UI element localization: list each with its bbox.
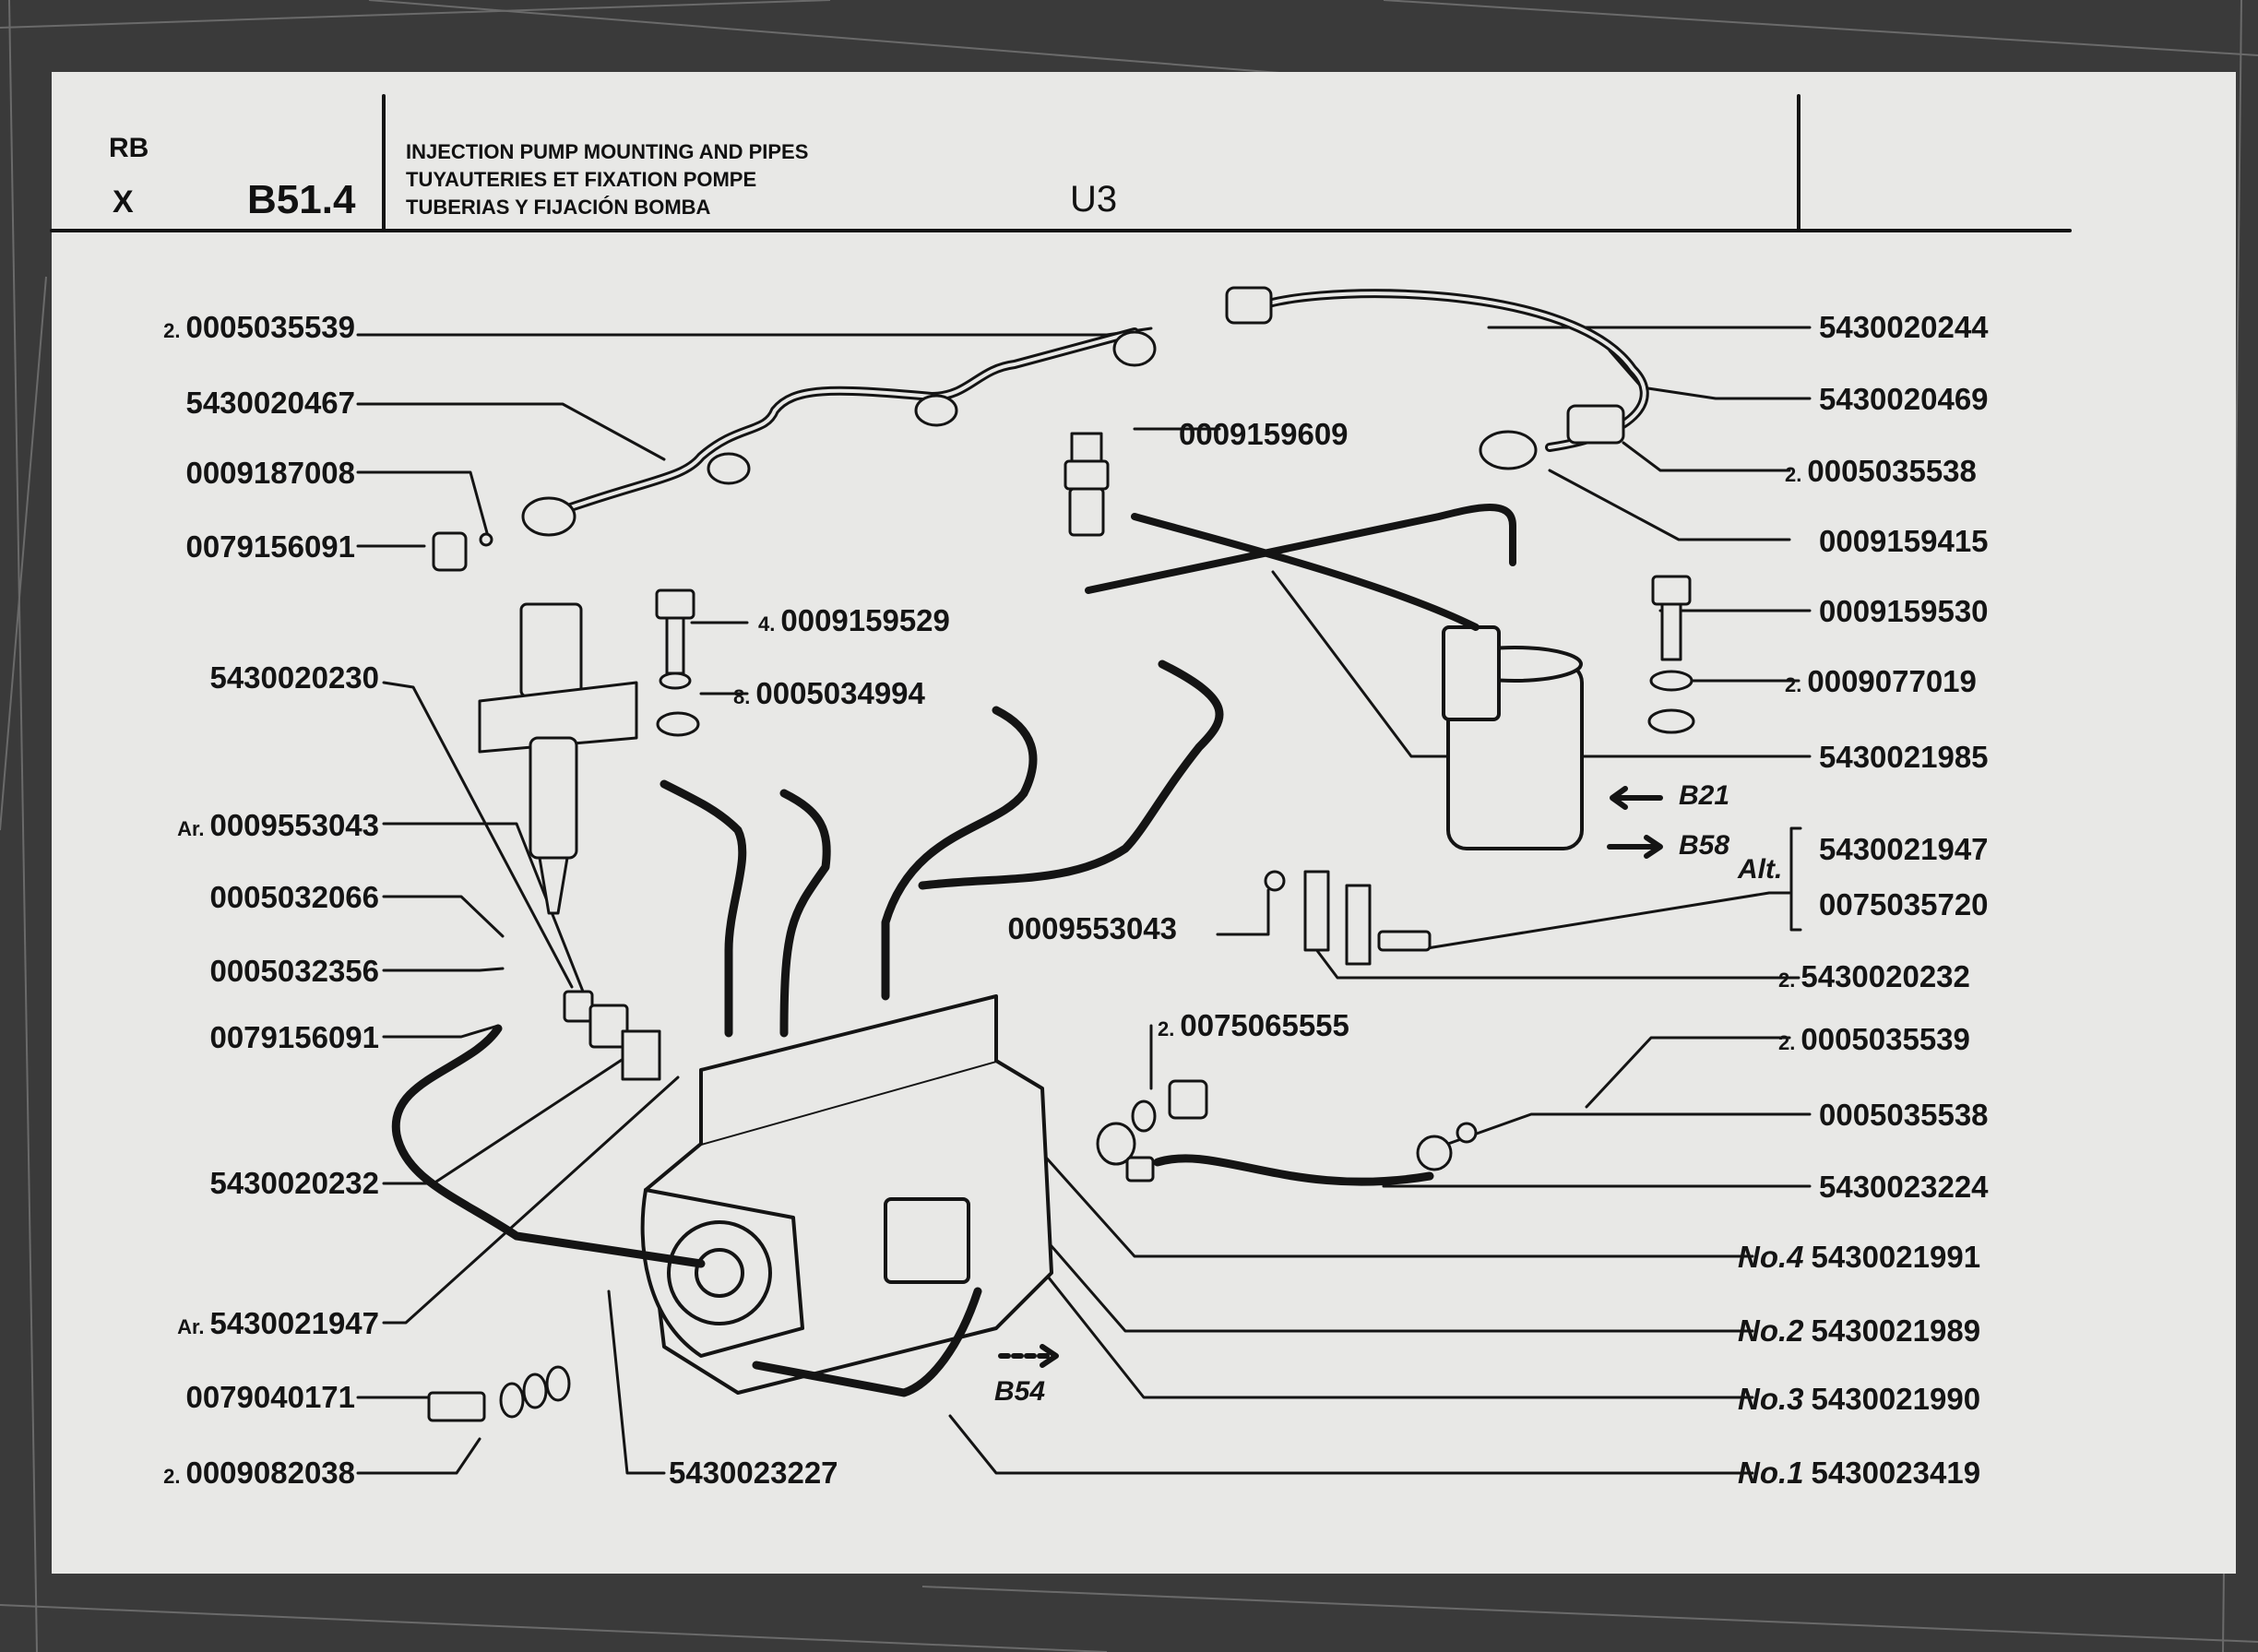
part-label-right: 0075035720 [1819,887,1989,921]
fuel-filter [1442,625,1584,850]
part-label-left: 5430020467 [185,386,355,420]
part-label-right: 2.5430020232 [1778,959,1970,993]
alt-bracket [1789,826,1802,932]
part-label-left: 2.0009082038 [163,1456,355,1490]
part-label-right: 0009159415 [1819,524,1989,558]
part-label-left: 0005032356 [209,954,379,988]
part-label-left: 0009187008 [185,456,355,490]
part-label-right: 2.0009077019 [1785,664,1977,698]
filter-pipes [1085,504,1516,631]
part-label-left: 0079040171 [185,1380,355,1414]
part-label-left: Ar.5430021947 [177,1306,379,1340]
part-label-left: 2.0005035539 [163,310,355,344]
part-label-left: 5430020230 [209,660,379,695]
part-label-left: 5430020232 [209,1166,379,1200]
part-label-center: 8.0005034994 [733,676,925,710]
part-label-right: 0009159530 [1819,594,1989,628]
title-fr: TUYAUTERIES ET FIXATION POMPE [406,168,757,191]
bolts-and-washers [427,432,1695,1422]
return-pipes-core [542,291,1646,518]
part-label-right: 5430021947 [1819,832,1989,866]
part-label-center: 0009159609 [1179,417,1349,451]
part-label-left: 0005032066 [209,880,379,914]
ref-b58: B58 [1679,830,1730,861]
injector [478,602,638,915]
part-label-center: 2.0075065555 [1158,1008,1349,1042]
code-bottom: X [113,184,134,220]
part-label-center: 4.0009159529 [758,603,950,637]
title-es: TUBERIAS Y FIJACIÓN BOMBA [406,196,711,219]
part-label-right: 5430020469 [1819,382,1989,416]
section-code: B51.4 [247,177,356,222]
ref-b54: B54 [994,1376,1046,1407]
part-label-right: 2.0005035538 [1785,454,1977,488]
alt-label: Alt. [1738,854,1783,885]
part-label-right: 5430021985 [1819,740,1989,774]
ref-b21: B21 [1679,780,1730,811]
part-label-left: 0079156091 [209,1020,379,1054]
code-top: RB [109,133,149,163]
part-label-center: 5430023227 [669,1456,838,1490]
model-code: U3 [1070,179,1118,220]
title-en: INJECTION PUMP MOUNTING AND PIPES [406,140,809,163]
part-label-center: 0009553043 [1007,911,1177,945]
part-label-left: 0079156091 [185,529,355,564]
part-label-right: 0005035538 [1819,1098,1989,1132]
injection-pump [640,994,1053,1395]
part-label-right: 5430023224 [1819,1170,1989,1204]
part-label-right: 5430020244 [1819,310,1989,344]
part-label-right: 2.0005035539 [1778,1022,1970,1056]
injection-pipes [391,660,1434,1397]
part-label-left: Ar.0009553043 [177,808,379,842]
ref-arrows [998,786,1663,1368]
banjo-fittings [521,286,1625,537]
